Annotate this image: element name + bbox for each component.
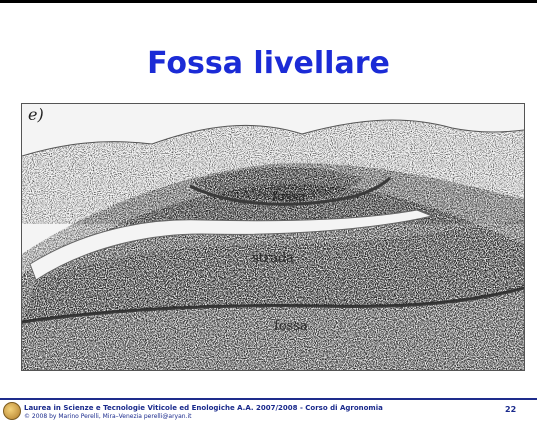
- slide-title: Fossa livellare: [0, 46, 537, 81]
- footer-course-text: Laurea in Scienze e Tecnologie Viticole …: [24, 404, 383, 412]
- illustration-drawing: e) fossa strada fossa: [22, 104, 524, 370]
- contour-ditch-illustration: e) fossa strada fossa: [21, 103, 525, 371]
- label-upper-ditch: fossa: [272, 190, 306, 205]
- page-number: 22: [505, 405, 516, 414]
- label-road: strada: [252, 251, 294, 266]
- footer-copyright: © 2008 by Marino Perelli, Mira–Venezia p…: [24, 413, 192, 420]
- label-lower-ditch: fossa: [274, 319, 308, 334]
- top-rule: [0, 0, 537, 3]
- university-seal-icon: [3, 402, 21, 420]
- footer-rule: [0, 398, 537, 400]
- panel-label: e): [28, 105, 44, 124]
